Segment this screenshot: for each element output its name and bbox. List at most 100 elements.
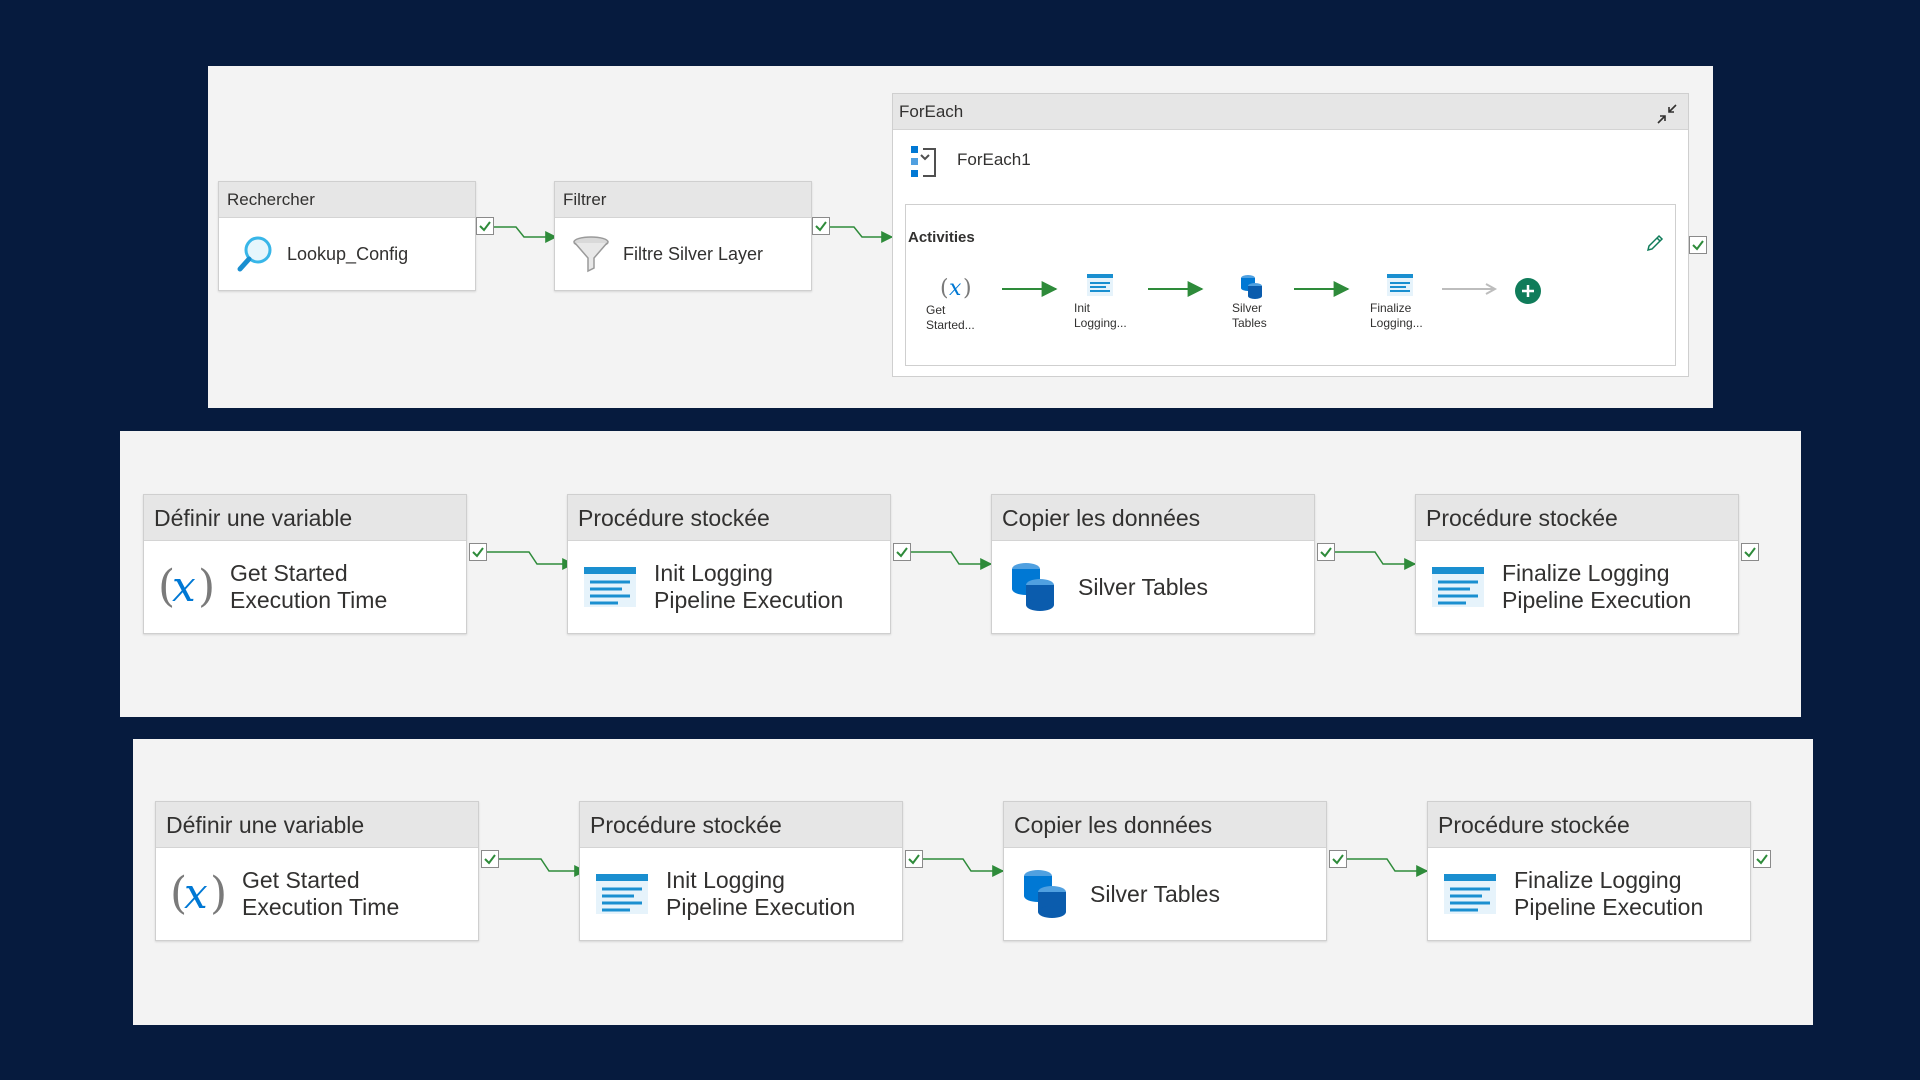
activity-name: Lookup_Config	[287, 243, 409, 264]
mini-label-2: Logging...	[1074, 316, 1127, 330]
activity-type-label: Définir une variable	[144, 495, 466, 541]
pipeline-canvas-a: Définir une variable ( x ) Get Started E…	[120, 431, 1801, 717]
activity-stored-procedure[interactable]: Procédure stockée Init Logging Pipeline …	[567, 494, 891, 634]
mini-label-2: Started...	[926, 318, 975, 332]
database-copy-icon	[1238, 273, 1266, 301]
activity-name-line-1: Get Started	[230, 560, 348, 586]
success-connector	[1002, 281, 1058, 297]
activity-type-label: Procédure stockée	[580, 802, 902, 848]
svg-text:(: (	[940, 276, 949, 301]
foreach-icon	[909, 144, 939, 180]
activity-name-line-1: Get Started	[242, 867, 360, 893]
activity-lookup[interactable]: Rechercher Lookup_Config	[218, 181, 476, 291]
activity-set-variable[interactable]: Définir une variable ( x ) Get Started E…	[143, 494, 467, 634]
stored-procedure-icon	[582, 559, 638, 615]
activity-name-line-1: Silver Tables	[1090, 880, 1220, 907]
mini-label-1: Silver	[1232, 301, 1263, 315]
stored-procedure-icon	[1086, 273, 1114, 297]
svg-text:x: x	[949, 276, 962, 301]
mini-activity-stored-procedure[interactable]: Finalize Logging...	[1370, 273, 1440, 331]
svg-text:): )	[210, 868, 226, 919]
svg-text:): )	[963, 276, 972, 301]
pipeline-canvas-overview: Rechercher Lookup_Config Filtrer	[208, 66, 1713, 408]
activities-title: Activities	[908, 229, 975, 246]
success-connector	[830, 226, 894, 243]
database-copy-icon	[1018, 866, 1074, 922]
svg-text:(: (	[170, 868, 187, 919]
success-checkbox[interactable]	[476, 217, 494, 235]
activity-type-label: Définir une variable	[156, 802, 478, 848]
activity-name-line-2: Execution Time	[242, 894, 400, 920]
database-copy-icon	[1006, 559, 1062, 615]
pending-connector	[1442, 283, 1498, 295]
activity-name-line-1: Init Logging	[654, 560, 773, 586]
svg-text:(: (	[158, 561, 175, 612]
activity-type-label: Procédure stockée	[568, 495, 890, 541]
success-checkbox[interactable]	[1329, 850, 1347, 868]
success-checkbox[interactable]	[812, 217, 830, 235]
success-connector	[1335, 551, 1417, 570]
lookup-magnifier-icon	[235, 234, 275, 274]
activity-set-variable[interactable]: Définir une variable ( x ) Get Started E…	[155, 801, 479, 941]
mini-activity-set-variable[interactable]: ( x ) Get Started...	[926, 273, 986, 333]
svg-text:x: x	[172, 562, 196, 611]
variable-icon: ( x )	[938, 273, 978, 301]
activity-name: Filtre Silver Layer	[623, 243, 764, 264]
success-checkbox[interactable]	[1689, 236, 1707, 254]
success-connector	[494, 226, 558, 243]
variable-icon: ( x )	[158, 559, 215, 615]
activity-type-label: Procédure stockée	[1416, 495, 1738, 541]
foreach-container[interactable]: ForEach ForEach1 Activities	[892, 93, 1689, 377]
activity-stored-procedure[interactable]: Procédure stockée Init Logging Pipeline …	[579, 801, 903, 941]
activity-stored-procedure[interactable]: Procédure stockée Finalize Logging Pipel…	[1427, 801, 1751, 941]
success-connector	[1347, 858, 1429, 877]
mini-label-2: Tables	[1232, 316, 1267, 330]
success-checkbox[interactable]	[893, 543, 911, 561]
mini-label-1: Finalize	[1370, 301, 1412, 315]
edit-pencil-icon[interactable]	[1645, 233, 1665, 253]
activity-name-line-1: Init Logging	[666, 867, 785, 893]
success-checkbox[interactable]	[1317, 543, 1335, 561]
activity-type-label: Rechercher	[219, 182, 475, 218]
mini-activity-copy-data[interactable]: Silver Tables	[1232, 273, 1292, 331]
success-checkbox[interactable]	[1741, 543, 1759, 561]
foreach-activities-box: Activities ( x ) Get Started...	[905, 204, 1676, 366]
mini-activity-stored-procedure[interactable]: Init Logging...	[1074, 273, 1144, 331]
success-checkbox[interactable]	[1753, 850, 1771, 868]
success-connector	[923, 858, 1005, 877]
activity-stored-procedure[interactable]: Procédure stockée Finalize Logging Pipel…	[1415, 494, 1739, 634]
add-activity-button[interactable]	[1514, 277, 1542, 305]
activity-name-line-1: Silver Tables	[1078, 573, 1208, 600]
collapse-icon[interactable]	[1656, 102, 1678, 124]
success-checkbox[interactable]	[469, 543, 487, 561]
foreach-name: ForEach1	[957, 150, 1031, 169]
success-connector	[911, 551, 993, 570]
activity-name-line-1: Finalize Logging	[1514, 867, 1682, 893]
activity-type-label: Filtrer	[555, 182, 811, 218]
stored-procedure-icon	[1386, 273, 1414, 297]
stored-procedure-icon	[594, 866, 650, 922]
success-checkbox[interactable]	[481, 850, 499, 868]
activity-name-line-2: Execution Time	[230, 587, 388, 613]
activity-filter[interactable]: Filtrer Filtre Silver Layer	[554, 181, 812, 291]
success-connector	[487, 551, 575, 570]
activity-name-line-2: Pipeline Execution	[1502, 587, 1692, 613]
success-connector	[499, 858, 587, 877]
svg-text:): )	[198, 561, 214, 612]
success-checkbox[interactable]	[905, 850, 923, 868]
activity-copy-data[interactable]: Copier les données Silver Tables	[1003, 801, 1327, 941]
activity-copy-data[interactable]: Copier les données Silver Tables	[991, 494, 1315, 634]
activity-type-label: Procédure stockée	[1428, 802, 1750, 848]
stored-procedure-icon	[1430, 559, 1486, 615]
mini-label-1: Get	[926, 303, 946, 317]
foreach-type-label: ForEach	[899, 102, 964, 121]
activity-name-line-1: Finalize Logging	[1502, 560, 1670, 586]
success-connector	[1294, 281, 1350, 297]
mini-label-1: Init	[1074, 301, 1091, 315]
activity-name-line-2: Pipeline Execution	[666, 894, 856, 920]
activity-name-line-2: Pipeline Execution	[654, 587, 844, 613]
success-connector	[1148, 281, 1204, 297]
activity-name-line-2: Pipeline Execution	[1514, 894, 1704, 920]
filter-funnel-icon	[571, 234, 611, 274]
stored-procedure-icon	[1442, 866, 1498, 922]
